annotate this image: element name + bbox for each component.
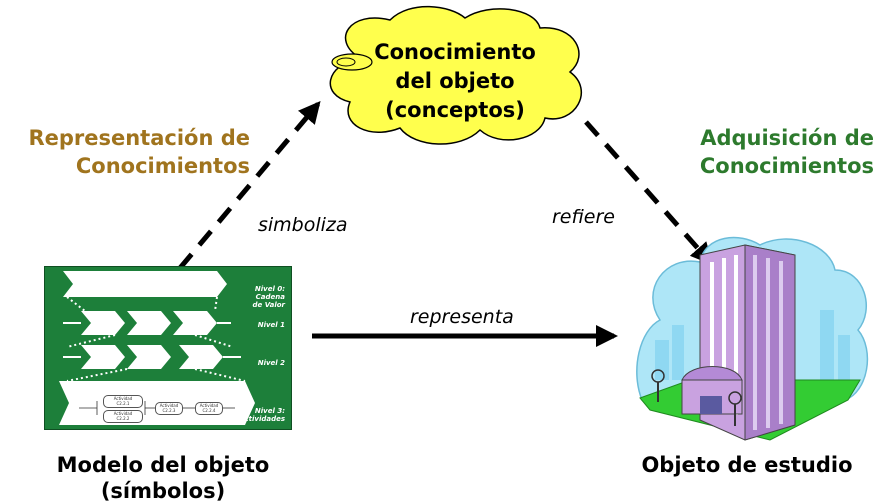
knowledge-representation-label: Representación de Conocimientos xyxy=(10,124,250,180)
level-0-label: Nivel 0: Cadena de Valor xyxy=(253,285,285,309)
cloud-line-1: Conocimiento xyxy=(374,40,536,64)
level-0-line-2: Cadena xyxy=(255,293,285,301)
activity-c224-line-2: C2.2.4 xyxy=(202,408,216,413)
right-label-line-2: Conocimientos xyxy=(699,154,874,178)
level-1-label: Nivel 1 xyxy=(258,321,285,329)
left-label-line-1: Representación de xyxy=(28,126,250,150)
cloud-line-3: (conceptos) xyxy=(385,98,525,122)
concept-cloud-shape xyxy=(329,5,582,145)
level-2-line-1: Nivel 2 xyxy=(257,359,285,367)
level-0-line-1: Nivel 0: xyxy=(254,285,285,293)
concept-cloud: Conocimiento del objeto (conceptos) xyxy=(340,38,570,125)
building-illustration xyxy=(636,236,869,441)
activity-c224: Actividad C2.2.4 xyxy=(195,402,223,415)
model-caption: Modelo del objeto (símbolos) xyxy=(8,452,318,504)
refers-arrow xyxy=(584,120,713,265)
model-caption-line-1: Modelo del objeto xyxy=(56,453,270,477)
activity-c222-line-1: Actividad xyxy=(113,411,133,416)
level-3-label: Nivel 3: Actividades xyxy=(239,407,285,423)
activity-c221: Actividad C2.2.1 xyxy=(103,395,143,408)
left-label-line-2: Conocimientos xyxy=(75,154,250,178)
activity-c222-line-2: C2.2.2 xyxy=(116,416,130,421)
knowledge-acquisition-label: Adquisición de Conocimientos xyxy=(624,124,874,180)
activity-c221-line-1: Actividad xyxy=(113,396,133,401)
study-object-caption: Objeto de estudio xyxy=(641,453,853,477)
refers-label: refiere xyxy=(552,206,615,228)
activity-c224-line-1: Actividad xyxy=(199,403,219,408)
activity-c223-line-2: C2.2.3 xyxy=(162,408,176,413)
activity-c222: Actividad C2.2.2 xyxy=(103,410,143,423)
model-diagram: Actividad C2.2.1 Actividad C2.2.2 Activi… xyxy=(44,266,292,430)
cloud-line-2: del objeto xyxy=(395,69,515,93)
level-0-line-3: de Valor xyxy=(252,301,285,309)
level-2-label: Nivel 2 xyxy=(258,359,285,367)
activity-c223: Actividad C2.2.3 xyxy=(155,402,183,415)
level-1-line-1: Nivel 1 xyxy=(257,321,285,329)
activity-c221-line-2: C2.2.1 xyxy=(116,401,130,406)
right-label-line-1: Adquisición de xyxy=(700,126,874,150)
represents-label: representa xyxy=(410,306,514,328)
level-3-line-1: Nivel 3: xyxy=(254,407,285,415)
activity-c223-line-1: Actividad xyxy=(159,403,179,408)
symbolizes-arrow xyxy=(178,100,321,270)
symbolizes-label: simboliza xyxy=(258,214,348,236)
model-caption-line-2: (símbolos) xyxy=(100,479,226,503)
level-3-line-2: Actividades xyxy=(239,415,285,423)
